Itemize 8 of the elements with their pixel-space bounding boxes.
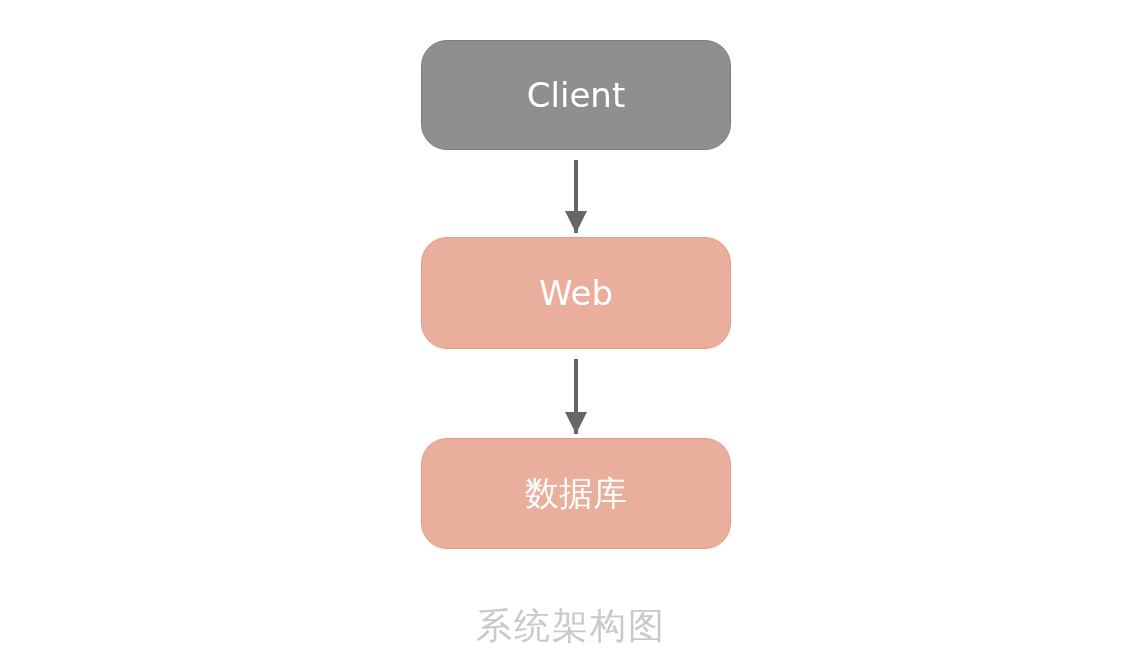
process-box (421, 438, 731, 549)
arrow (565, 160, 587, 233)
arrow (565, 359, 587, 434)
node-label: Web (538, 273, 614, 313)
process-box (421, 40, 731, 150)
node-label: Client (526, 75, 626, 115)
process-box (421, 237, 731, 349)
node-label: 数据库 (525, 471, 627, 515)
